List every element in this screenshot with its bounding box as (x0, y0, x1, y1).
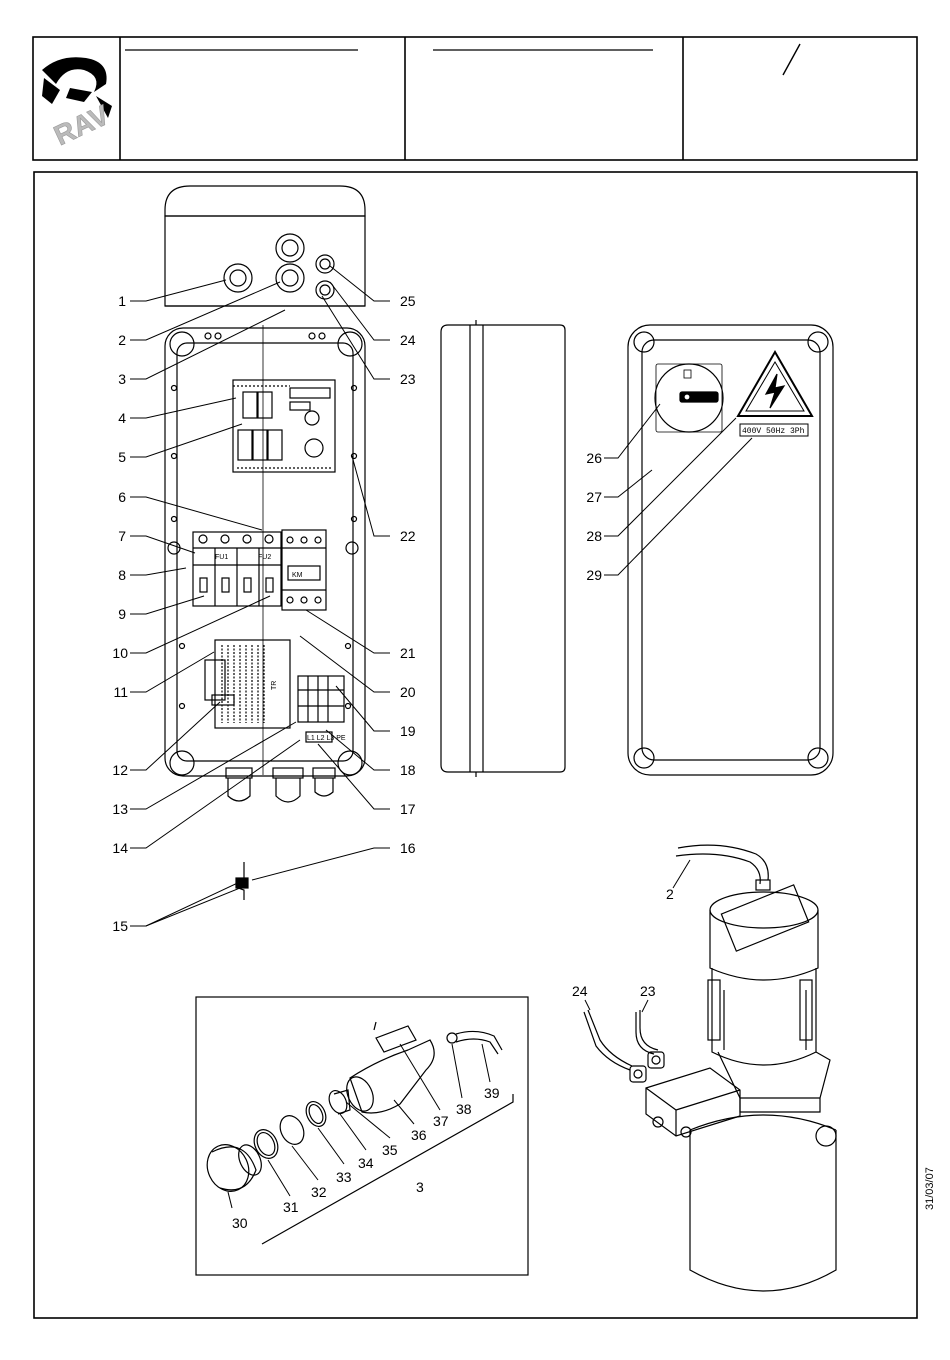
label-terminals: L1 L2 L3 PE (307, 735, 346, 742)
part-14: 14 (112, 840, 128, 856)
part-33: 33 (336, 1169, 352, 1185)
motor-label-24: 24 (572, 983, 588, 999)
part-37: 37 (433, 1113, 449, 1129)
part-15: 15 (112, 918, 128, 934)
part-38: 38 (456, 1101, 472, 1117)
rav-logo: RAV (42, 57, 114, 151)
part-28: 28 (586, 528, 602, 544)
pump-motor-unit (584, 845, 836, 1291)
part-12: 12 (112, 762, 128, 778)
part-31: 31 (283, 1199, 299, 1215)
label-tr: TR (271, 681, 278, 690)
part-13: 13 (112, 801, 128, 817)
part-24: 24 (400, 332, 416, 348)
lid-front-view (628, 325, 833, 775)
part-20: 20 (400, 684, 416, 700)
label-fu2: FU2 (258, 554, 271, 561)
part-32: 32 (311, 1184, 327, 1200)
part-18: 18 (400, 762, 416, 778)
plug-exploded-view (200, 1022, 513, 1244)
part-23: 23 (400, 371, 416, 387)
part-2: 2 (118, 332, 126, 348)
title-slash (783, 44, 800, 75)
label-km: KM (292, 572, 303, 579)
part-27: 27 (586, 489, 602, 505)
drawing-frame (34, 172, 917, 1318)
part-1: 1 (118, 293, 126, 309)
detail-label-3: 3 (416, 1179, 424, 1195)
title-block (33, 37, 917, 160)
part-5: 5 (118, 449, 126, 465)
enclosure-open (165, 186, 365, 802)
part-number-labels-lid: 26 27 28 29 (586, 450, 602, 583)
part-26: 26 (586, 450, 602, 466)
part-19: 19 (400, 723, 416, 739)
date-stamp: 31/03/07 (924, 1167, 936, 1210)
part-7: 7 (118, 528, 126, 544)
motor-labels: 2 24 23 (572, 886, 674, 999)
part-34: 34 (358, 1155, 374, 1171)
part-29: 29 (586, 567, 602, 583)
part-6: 6 (118, 489, 126, 505)
part-8: 8 (118, 567, 126, 583)
motor-label-2: 2 (666, 886, 674, 902)
part-35: 35 (382, 1142, 398, 1158)
part-number-labels: 1 2 3 4 5 6 7 8 9 10 11 12 13 14 15 (112, 293, 128, 934)
part-17: 17 (400, 801, 416, 817)
part-10: 10 (112, 645, 128, 661)
part-36: 36 (411, 1127, 427, 1143)
part-number-labels-right: 25 24 23 22 21 20 19 18 17 16 (400, 293, 416, 856)
label-fu1: FU1 (215, 554, 228, 561)
part-21: 21 (400, 645, 416, 661)
part-25: 25 (400, 293, 416, 309)
part-9: 9 (118, 606, 126, 622)
part-39: 39 (484, 1085, 500, 1101)
lid-side-view (441, 320, 565, 777)
part-30: 30 (232, 1215, 248, 1231)
motor-label-23: 23 (640, 983, 656, 999)
part-11: 11 (113, 684, 128, 700)
part-16: 16 (400, 840, 416, 856)
part-22: 22 (400, 528, 416, 544)
part-4: 4 (118, 410, 126, 426)
supply-plate-text: 400V 50Hz 3Ph (742, 427, 805, 436)
part-3: 3 (118, 371, 126, 387)
